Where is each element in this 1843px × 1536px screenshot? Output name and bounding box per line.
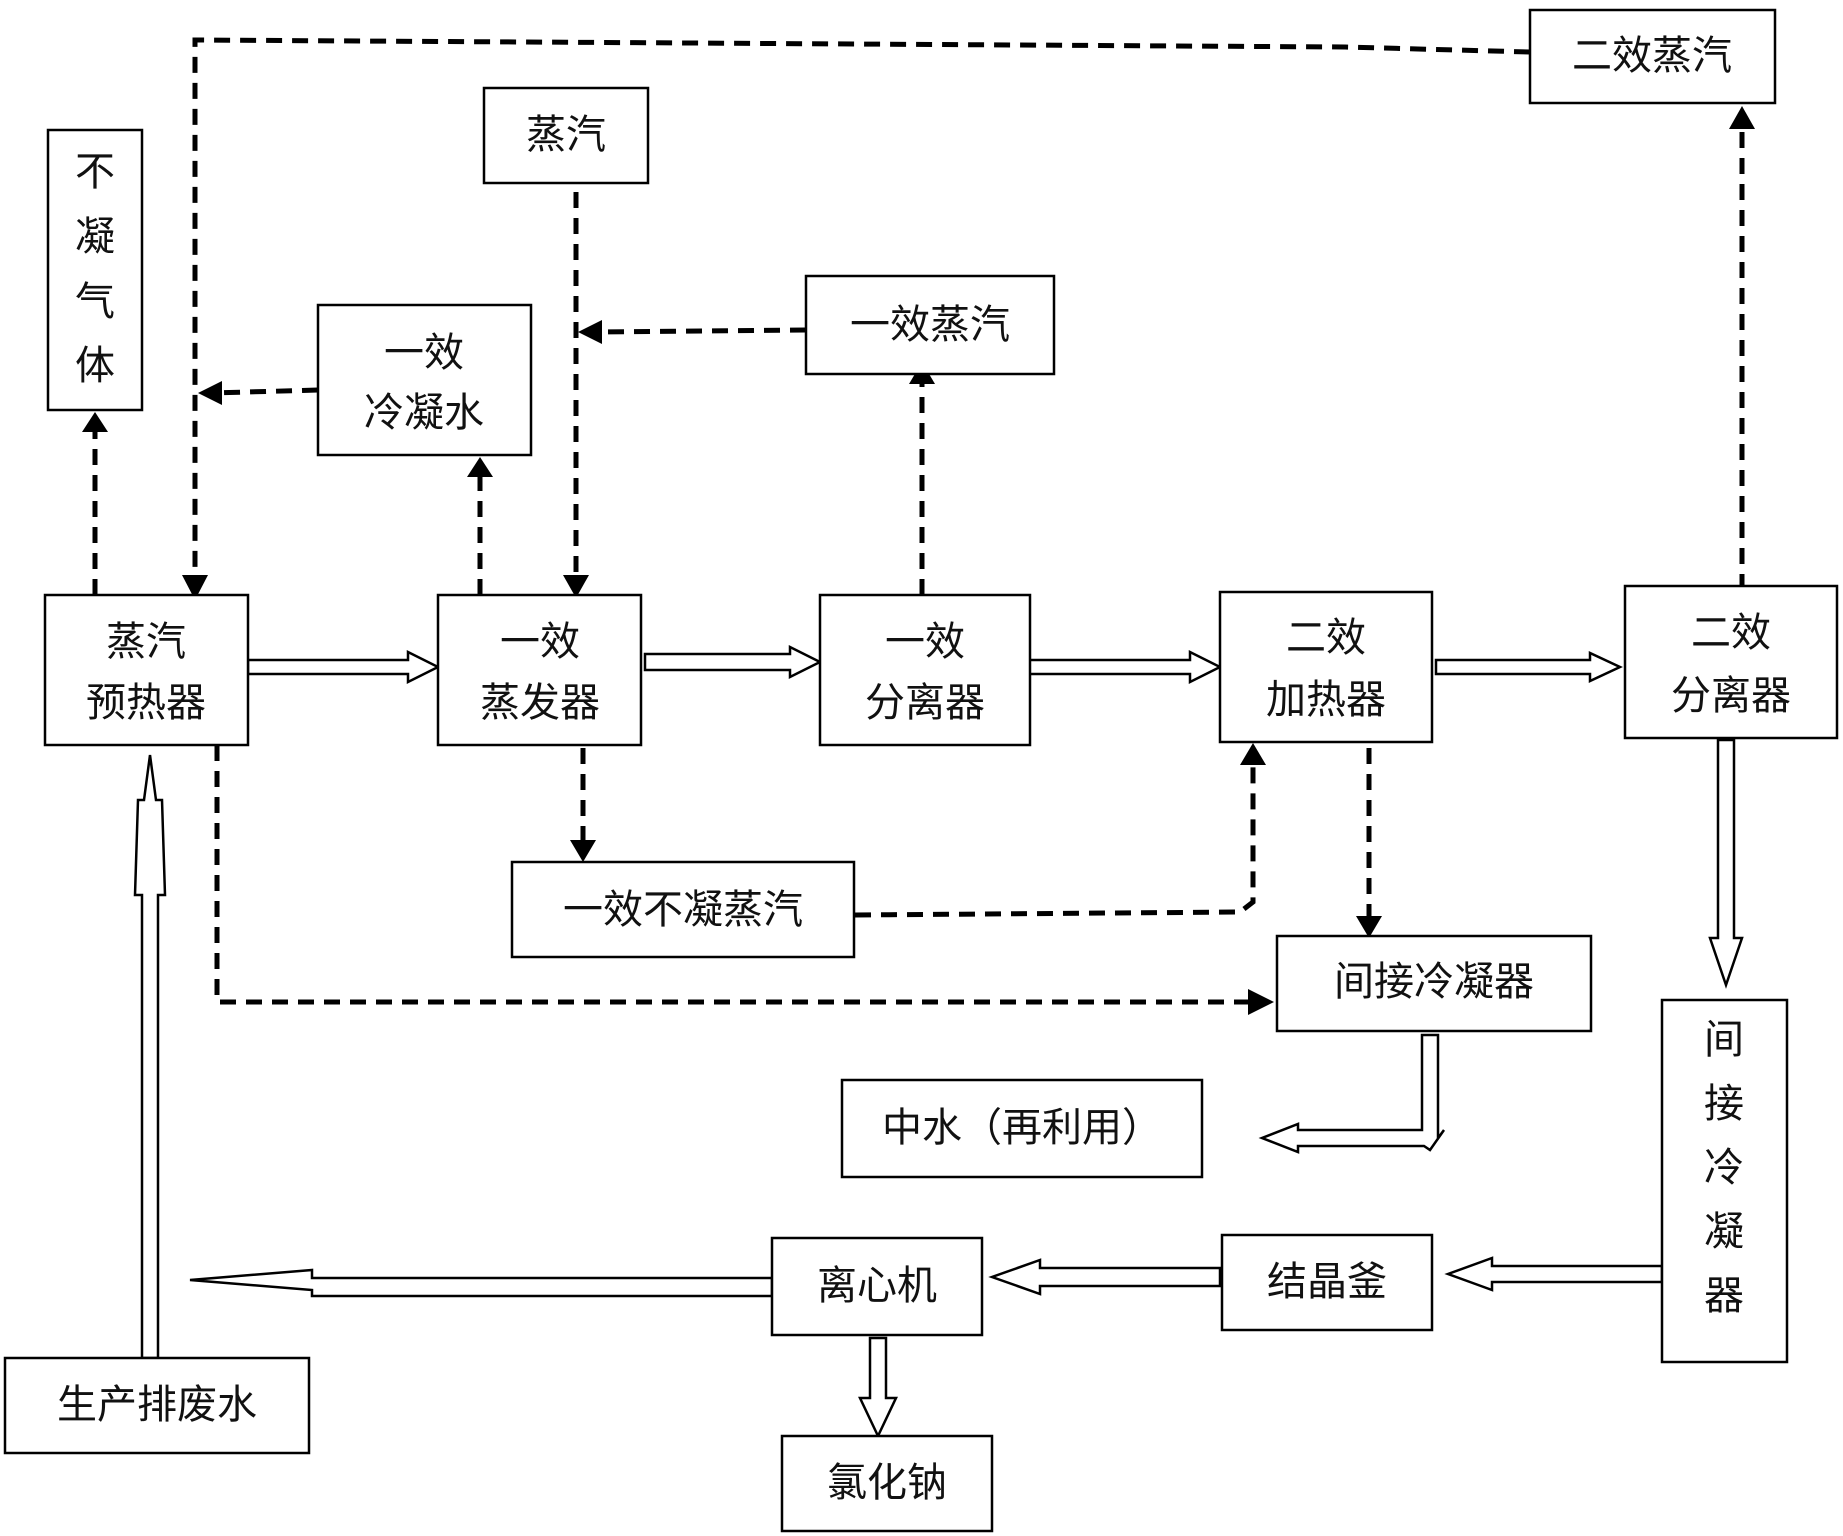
sodium-chloride-label: 氯化钠 — [827, 1460, 947, 1506]
arrow-right-to-condenser — [1248, 989, 1274, 1015]
non-condensable-gas-char-3: 气 — [75, 279, 115, 325]
arrow-down-to-noncond — [570, 840, 596, 862]
box-first-effect-steam: 一效蒸汽 — [804, 274, 1056, 376]
pipe-centrifuge-to-nacl — [858, 1336, 898, 1439]
dashed-flow-lines — [82, 37, 1755, 1015]
indirect-condenser-1-label: 间接冷凝器 — [1334, 959, 1534, 1005]
box-middle-water: 中水（再利用） — [840, 1078, 1204, 1179]
first-effect-separator-line-2: 分离器 — [865, 680, 985, 726]
non-condensable-gas-char-2: 凝 — [75, 214, 115, 260]
box-first-effect-condensate: 一效 冷凝水 — [316, 303, 533, 457]
pipe-preheater-to-evaporator — [246, 649, 441, 685]
arrow-left-to-steam-line — [578, 320, 602, 344]
pipe-crystallizer-to-centrifuge — [988, 1258, 1222, 1296]
pipe-separator2-to-condenser2 — [1708, 738, 1744, 989]
first-effect-separator-line-1: 一效 — [885, 619, 965, 665]
arrow-up-into-heater — [1240, 743, 1266, 765]
box-centrifuge: 离心机 — [770, 1236, 984, 1337]
box-first-effect-evaporator: 一效 蒸发器 — [436, 593, 643, 747]
pipe-centrifuge-to-wastewater-line — [189, 1268, 774, 1298]
pipe-flow-lines — [133, 644, 1744, 1439]
arrow-left-into-return-line — [198, 381, 222, 405]
pipe-separator-to-heater — [1026, 649, 1223, 685]
box-non-condensable-gas: 不 凝 气 体 — [46, 128, 144, 412]
arrow-into-preheater — [182, 575, 208, 600]
arrow-into-evaporator — [563, 575, 589, 598]
second-effect-heater-line-2: 加热器 — [1266, 677, 1386, 723]
first-steam-feedback-line — [593, 327, 807, 335]
box-steam: 蒸汽 — [482, 86, 650, 185]
box-wastewater: 生产排废水 — [3, 1356, 311, 1455]
box-secondary-steam: 二效蒸汽 — [1528, 8, 1777, 105]
second-effect-heater-line-1: 二效 — [1286, 615, 1366, 661]
first-effect-noncond-steam-label: 一效不凝蒸汽 — [563, 887, 803, 933]
box-first-effect-separator: 一效 分离器 — [818, 593, 1032, 747]
box-indirect-condenser-2: 间 接 冷 凝 器 — [1660, 998, 1789, 1364]
first-effect-evaporator-line-2: 蒸发器 — [480, 680, 600, 726]
box-first-effect-noncond-steam: 一效不凝蒸汽 — [510, 860, 856, 959]
crystallizer-label: 结晶釜 — [1267, 1259, 1387, 1305]
secondary-steam-label: 二效蒸汽 — [1572, 33, 1732, 79]
pipe-heater-to-separator2 — [1434, 651, 1623, 683]
indirect-condenser-2-char-2: 接 — [1704, 1081, 1744, 1127]
arrow-down-to-condenser — [1356, 916, 1382, 938]
non-condensable-gas-char-4: 体 — [75, 343, 115, 389]
steam-label: 蒸汽 — [526, 112, 606, 158]
middle-water-label: 中水（再利用） — [882, 1105, 1162, 1151]
first-effect-condensate-line-2: 冷凝水 — [364, 390, 484, 436]
box-sodium-chloride: 氯化钠 — [780, 1434, 994, 1533]
second-effect-separator-line-1: 二效 — [1691, 610, 1771, 656]
indirect-condenser-2-char-4: 凝 — [1704, 1209, 1744, 1255]
condensate-to-return-line — [211, 387, 319, 396]
steam-preheater-line-1: 蒸汽 — [106, 619, 186, 665]
second-effect-separator-line-2: 分离器 — [1671, 673, 1791, 719]
indirect-condenser-2-char-5: 器 — [1704, 1273, 1744, 1319]
first-effect-steam-label: 一效蒸汽 — [850, 302, 1010, 348]
noncond-to-heater-line — [854, 765, 1256, 918]
pipe-condenser-to-middle-water — [1258, 1033, 1446, 1154]
indirect-condenser-2-char-1: 间 — [1704, 1017, 1744, 1063]
arrow-up-to-gas — [82, 412, 108, 432]
box-steam-preheater: 蒸汽 预热器 — [43, 593, 250, 747]
pipe-condenser2-to-crystallizer — [1444, 1256, 1664, 1292]
preheater-to-condenser-line — [214, 745, 1250, 1005]
box-second-effect-heater: 二效 加热器 — [1218, 590, 1434, 744]
arrow-up-to-secondary-steam — [1729, 106, 1755, 129]
first-effect-evaporator-line-1: 一效 — [500, 619, 580, 665]
indirect-condenser-2-char-3: 冷 — [1704, 1145, 1744, 1191]
box-crystallizer: 结晶釜 — [1220, 1233, 1434, 1332]
steam-preheater-line-2: 预热器 — [86, 680, 206, 726]
arrow-up-to-condensate — [467, 457, 493, 477]
box-indirect-condenser-1: 间接冷凝器 — [1275, 934, 1593, 1033]
pipe-wastewater-to-preheater — [133, 754, 167, 1360]
pipe-evaporator-to-separator — [643, 644, 823, 680]
non-condensable-gas-char-1: 不 — [75, 149, 115, 195]
box-second-effect-separator: 二效 分离器 — [1623, 584, 1839, 740]
secondary-steam-return-line — [192, 37, 1531, 585]
centrifuge-label: 离心机 — [817, 1263, 937, 1309]
first-effect-condensate-line-1: 一效 — [384, 330, 464, 376]
wastewater-label: 生产排废水 — [57, 1382, 257, 1428]
